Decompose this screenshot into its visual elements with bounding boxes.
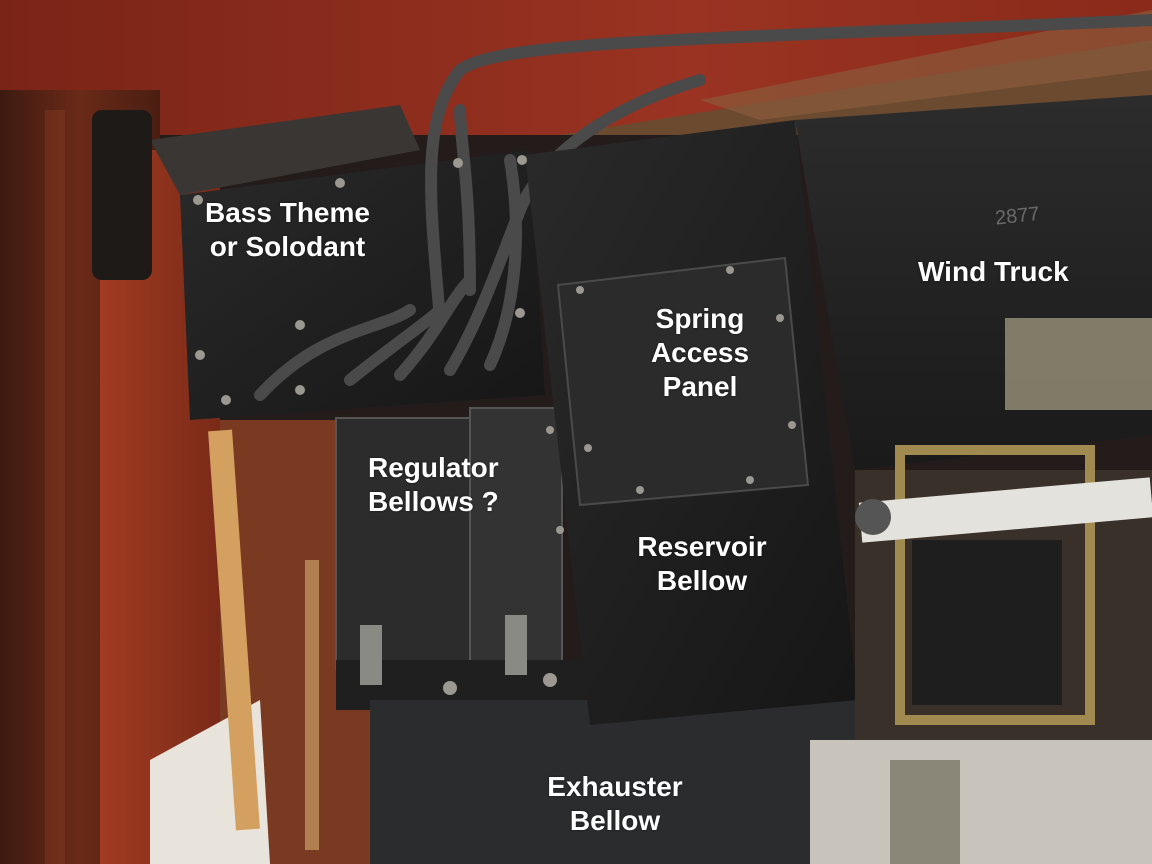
label-bass-theme-line2: or Solodant bbox=[209, 231, 366, 262]
label-reservoir-line2: Bellow bbox=[656, 565, 748, 596]
label-regulator-line2: Bellows ? bbox=[368, 486, 499, 517]
label-exhauster-bellow: Exhauster Bellow bbox=[535, 770, 695, 838]
label-bass-theme-line1: Bass Theme bbox=[205, 197, 370, 228]
lower-right-floor bbox=[810, 740, 1152, 864]
wooden-dowel-2 bbox=[305, 560, 319, 850]
label-reservoir-line1: Reservoir bbox=[637, 531, 767, 562]
pump-pad bbox=[912, 540, 1062, 705]
label-spring-access-panel: Spring Access Panel bbox=[630, 302, 770, 404]
regulator-clip-right bbox=[505, 615, 527, 675]
pneumatic-tubes bbox=[254, 14, 1152, 401]
label-reservoir-bellow: Reservoir Bellow bbox=[626, 530, 778, 598]
bass-theme-top bbox=[150, 105, 420, 195]
label-wind-truck: Wind Truck bbox=[918, 255, 1069, 289]
bass-theme-bracket bbox=[92, 110, 152, 280]
label-regulator-bellows: Regulator Bellows ? bbox=[368, 451, 499, 519]
label-spring-access-line3: Panel bbox=[662, 371, 738, 402]
screws bbox=[193, 155, 796, 695]
label-spring-access-line2: Access bbox=[650, 337, 750, 368]
left-post-highlight bbox=[45, 110, 65, 864]
wind-truck-label-patch bbox=[1005, 318, 1152, 410]
exhauster-bellow bbox=[370, 700, 890, 864]
regulator-clip-left bbox=[360, 625, 382, 685]
lower-right-bracket bbox=[890, 760, 960, 864]
white-rod bbox=[858, 477, 1152, 543]
rod-end-knob bbox=[855, 499, 891, 535]
label-spring-access-line1: Spring bbox=[655, 303, 745, 334]
label-wind-truck-line1: Wind Truck bbox=[918, 256, 1069, 287]
label-exhauster-line1: Exhauster bbox=[547, 771, 683, 802]
brass-frame bbox=[895, 445, 1095, 725]
top-right-mesh bbox=[700, 10, 1152, 120]
label-exhauster-line2: Bellow bbox=[569, 805, 661, 836]
spring-access-panel bbox=[556, 256, 810, 507]
label-regulator-line1: Regulator bbox=[368, 452, 499, 483]
wooden-dowel bbox=[208, 429, 260, 831]
stamped-serial: 2877 bbox=[994, 203, 1041, 230]
label-bass-theme: Bass Theme or Solodant bbox=[205, 196, 370, 264]
